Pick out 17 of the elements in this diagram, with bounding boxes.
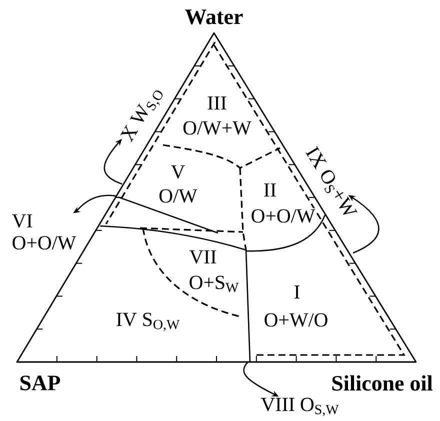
region-label: VII — [189, 250, 216, 264]
vertex-label: SAP — [20, 376, 60, 390]
region-label: X W$_{S,O}$ — [120, 90, 163, 142]
region-label: III — [208, 96, 226, 110]
region-label: O+O/W — [252, 209, 316, 223]
region-label: II — [264, 183, 276, 197]
region-label: VI O+O/W — [12, 214, 76, 250]
vertex-label: Water — [185, 10, 243, 24]
vertex-label: Silicone oil — [332, 375, 432, 391]
region-label: VIII O$_{S,W}$ — [260, 398, 339, 416]
region-label: I — [294, 285, 300, 299]
region-label: O+W/O — [264, 313, 328, 327]
region-label: O+S$_{W}$ — [190, 276, 239, 292]
region-label: O/W+W — [183, 121, 252, 135]
region-label: V — [171, 165, 185, 179]
region-label: O/W — [159, 189, 198, 203]
region-label: IV S$_{O,W}$ — [116, 312, 180, 332]
